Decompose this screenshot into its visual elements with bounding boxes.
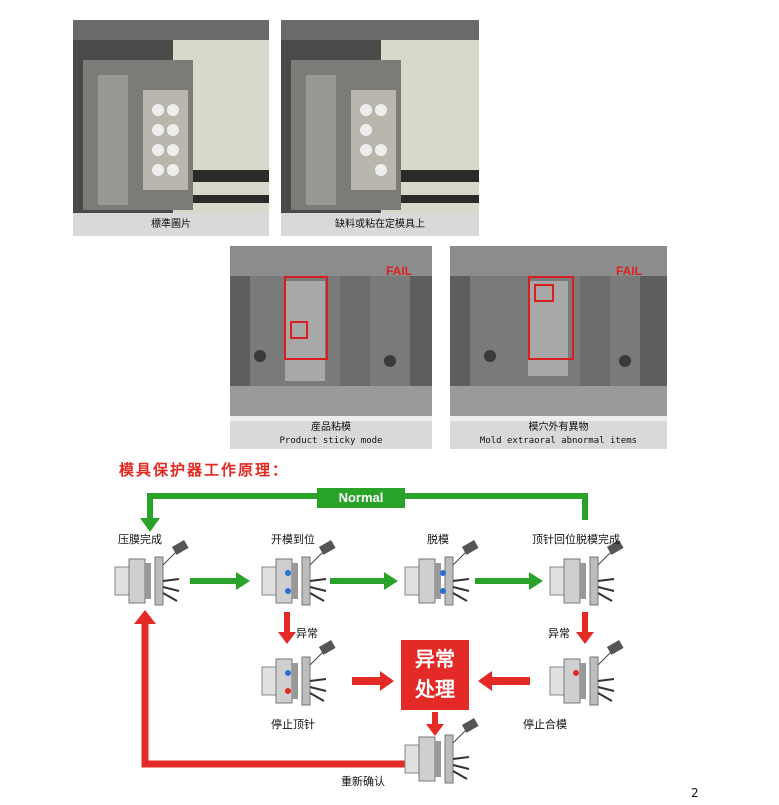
caption-cn: 産品粘模 — [311, 422, 351, 433]
highlight-box — [528, 276, 574, 360]
mold-icon-2 — [261, 539, 337, 606]
mold-icon-6 — [549, 639, 625, 706]
green-arrow-icon — [236, 572, 250, 590]
fail-label: FAIL — [386, 264, 412, 278]
red-arrow-icon — [478, 671, 492, 691]
abnormal-right-label: 异常 — [548, 627, 570, 640]
red-arrow-icon — [426, 724, 444, 736]
red-arrow-icon — [380, 671, 394, 691]
return-loop-arrowhead — [134, 610, 156, 624]
caption-en: Mold extraoral abnormal items — [479, 435, 638, 446]
mold-icon-3 — [404, 539, 480, 606]
highlight-box — [284, 276, 328, 360]
step-reconfirm: 重新确认 — [341, 775, 385, 788]
red-arrow-icon — [576, 632, 594, 644]
mold-icon-5 — [261, 639, 337, 706]
mold-icon-7 — [404, 717, 480, 784]
step-stop-ejector: 停止顶针 — [271, 718, 315, 731]
mold-image — [450, 246, 667, 449]
photo-standard: 標準圖片 — [73, 20, 269, 236]
highlight-box-small — [290, 321, 308, 339]
photo-foreign-object: FAIL 模穴外有異物 Mold extraoral abnormal item… — [450, 246, 667, 449]
step-demold: 脱模 — [427, 533, 449, 546]
photo-caption: 産品粘模 Product sticky mode — [230, 421, 432, 449]
step-ejector-return: 顶针回位脱模完成 — [532, 533, 620, 546]
return-loop-line — [141, 622, 405, 768]
normal-label: Normal — [317, 488, 405, 508]
exception-line1: 异常 — [415, 647, 455, 671]
mold-image — [230, 246, 432, 449]
mold-icon-1 — [114, 539, 190, 606]
machine-image — [73, 20, 269, 236]
caption-cn: 模穴外有異物 — [528, 422, 589, 433]
step-press-done: 压膜完成 — [118, 533, 162, 546]
exception-handling-box: 异常 处理 — [401, 640, 469, 710]
page-number: 2 — [691, 786, 699, 800]
photo-product-sticky: FAIL 産品粘模 Product sticky mode — [230, 246, 432, 449]
section-title: 模具保护器工作原理： — [119, 461, 290, 479]
photo-caption: 缺料或粘在定模具上 — [281, 213, 479, 236]
red-arrow-icon — [278, 632, 296, 644]
photo-caption: 模穴外有異物 Mold extraoral abnormal items — [450, 421, 667, 449]
photo-short-shot: 缺料或粘在定模具上 — [281, 20, 479, 236]
machine-image — [281, 20, 479, 236]
exception-line2: 处理 — [415, 677, 455, 701]
caption-en: Product sticky mode — [279, 435, 383, 446]
green-arrow-icon — [529, 572, 543, 590]
highlight-box-small — [534, 284, 554, 302]
normal-loop-arrowhead — [140, 518, 160, 532]
mold-icon-4 — [549, 539, 625, 606]
photo-caption: 標準圖片 — [73, 213, 269, 236]
step-open-in-place: 开模到位 — [271, 533, 315, 546]
abnormal-left-label: 异常 — [296, 627, 318, 640]
green-arrow-icon — [384, 572, 398, 590]
fail-label: FAIL — [616, 264, 642, 278]
step-stop-clamp: 停止合模 — [523, 718, 567, 731]
